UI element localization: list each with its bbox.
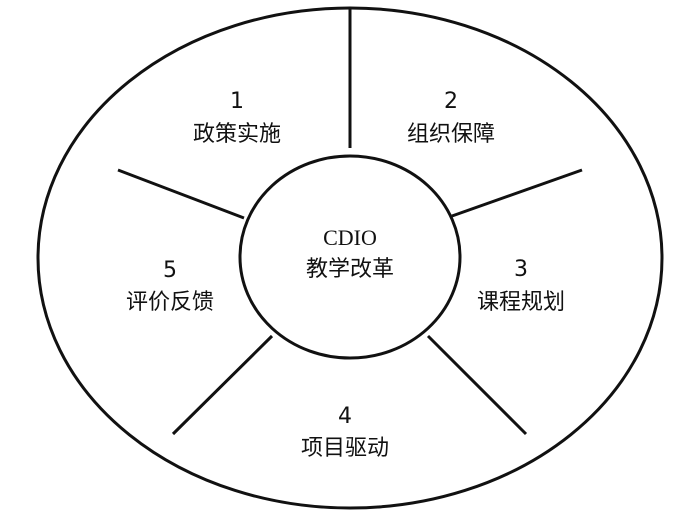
divider-2-3 (451, 168, 583, 218)
segment-5-label: 评价反馈 (126, 290, 214, 315)
segment-4-number: 4 (338, 404, 352, 429)
center-title-cn: 教学改革 (306, 257, 394, 282)
segment-1-number: 1 (230, 89, 244, 114)
segment-3-label: 课程规划 (477, 290, 565, 315)
segment-4-label: 项目驱动 (301, 436, 389, 461)
center-title-en: CDIO (323, 225, 377, 250)
segment-2-label: 组织保障 (407, 122, 495, 147)
segment-5-number: 5 (163, 258, 177, 283)
divider-4-5 (171, 334, 274, 436)
segment-1-label: 政策实施 (193, 122, 281, 147)
divider-5-1 (117, 168, 245, 220)
segment-2-number: 2 (444, 89, 458, 114)
divider-3-4 (426, 334, 528, 436)
inner-ring (238, 154, 462, 360)
segment-3-number: 3 (514, 257, 528, 282)
